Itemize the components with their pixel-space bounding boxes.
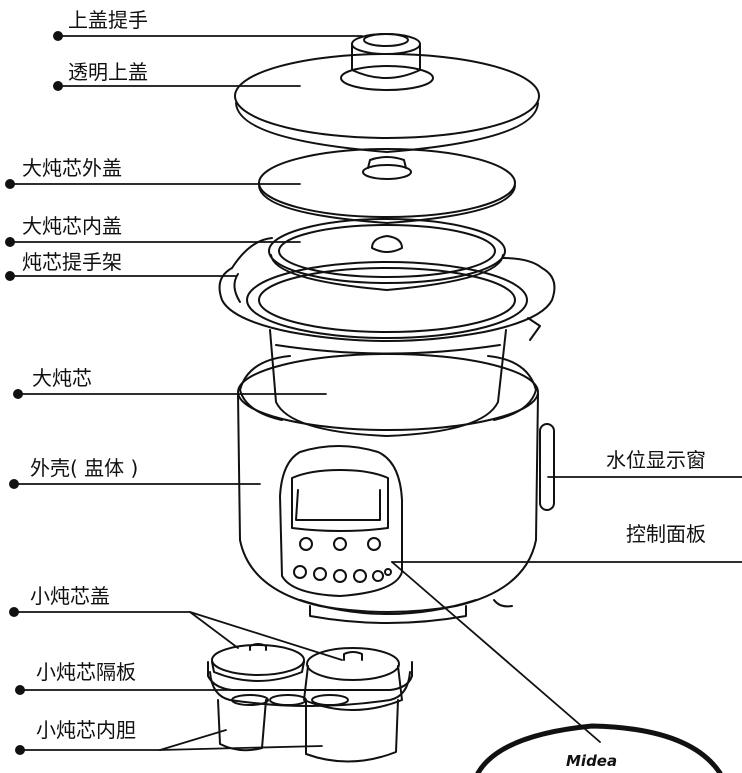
brand-logo-text: Midea (566, 752, 618, 770)
label-large-pot: 大炖芯 (32, 366, 92, 390)
large-pot-outer-lid (258, 148, 516, 224)
pot-handle-frame (218, 237, 556, 342)
label-housing: 外壳( 盅体 ) (30, 456, 139, 480)
label-small-pot-liner: 小炖芯内胆 (36, 718, 136, 742)
water-level-window (539, 423, 555, 511)
lid-handle-knob (351, 33, 421, 79)
label-pot-handle-frame: 炖芯提手架 (22, 250, 122, 274)
leader-dots (5, 31, 63, 755)
small-pot-lid-left (211, 643, 305, 682)
large-pot-inner-lid (268, 218, 506, 291)
label-small-pot-divider: 小炖芯隔板 (36, 660, 136, 684)
control-buttons (293, 537, 392, 583)
control-panel (279, 445, 403, 597)
label-control-panel: 控制面板 (626, 522, 706, 546)
label-lid-handle: 上盖提手 (68, 8, 148, 32)
label-water-level-window: 水位显示窗 (606, 448, 706, 472)
panel-closeup-inset (475, 723, 723, 773)
small-pot-lid-right (303, 647, 403, 711)
small-pot-divider (207, 661, 413, 707)
label-large-pot-inner-lid: 大炖芯内盖 (22, 214, 122, 238)
label-transparent-lid: 透明上盖 (68, 60, 148, 84)
small-pot-liner-left (217, 699, 267, 752)
label-small-pot-lid: 小炖芯盖 (30, 584, 110, 608)
large-pot (269, 329, 507, 437)
label-large-pot-outer-lid: 大炖芯外盖 (22, 156, 122, 180)
transparent-lid (234, 53, 540, 153)
small-pot-liner-right (305, 699, 399, 763)
leader-lines (9, 35, 742, 751)
